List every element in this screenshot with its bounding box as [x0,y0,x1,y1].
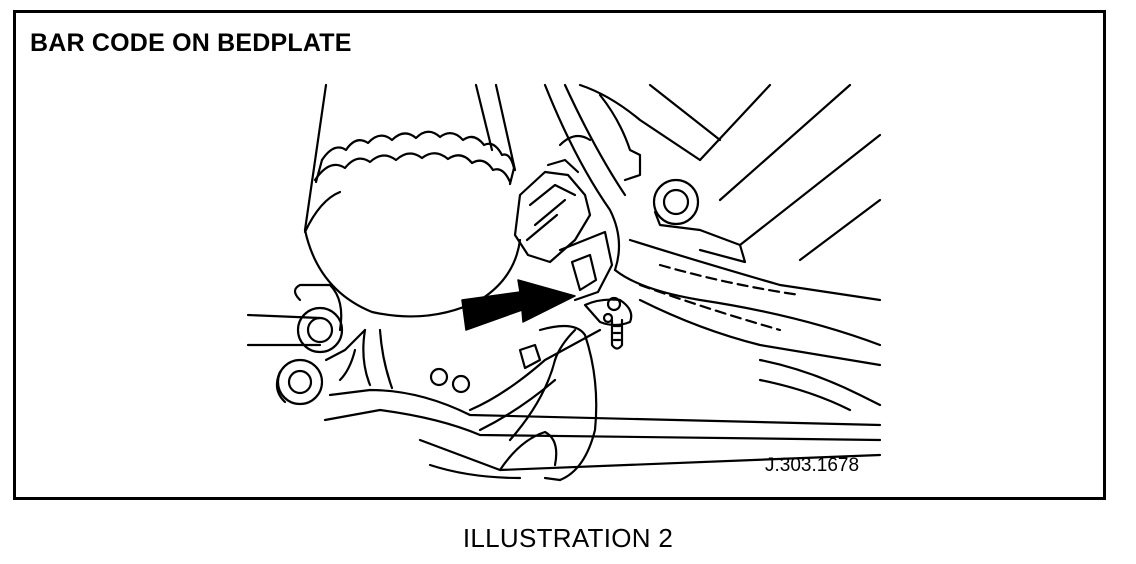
sensor-connector [513,134,592,264]
figure-frame: BAR CODE ON BEDPLATE [13,10,1106,500]
bedplate-rails [323,328,882,480]
wiring-harness [498,324,598,482]
drive-belt [303,83,522,318]
arrow-right-icon [461,279,576,331]
mounting-bolts [246,283,367,406]
reference-code: J.303.1678 [765,455,860,476]
figure-caption: ILLUSTRATION 2 [462,523,674,553]
bedplate-housing [543,83,882,412]
bedplate-bracket [558,230,633,350]
figure-title: BAR CODE ON BEDPLATE [30,29,352,57]
